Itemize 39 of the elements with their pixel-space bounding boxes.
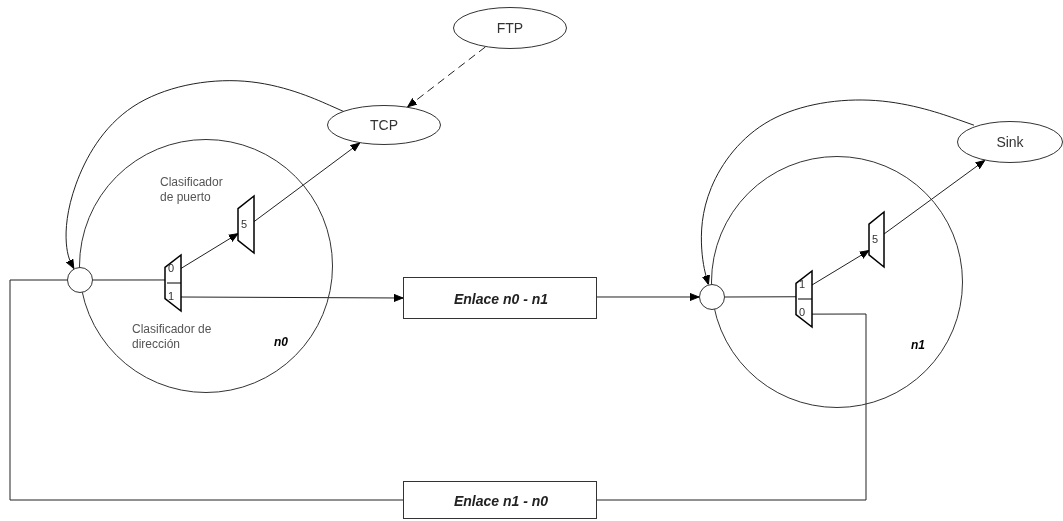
connector-line	[9, 279, 404, 501]
port-number: 0	[799, 306, 806, 319]
arrow	[596, 292, 700, 302]
arrow	[883, 159, 986, 235]
node-name: n1	[911, 338, 925, 352]
arrow	[700, 99, 975, 285]
entry-circle	[699, 284, 725, 310]
dashed-arrow	[407, 46, 486, 108]
link-label: Enlace n1 - n0	[452, 492, 550, 510]
agent-label: FTP	[495, 19, 525, 37]
connector-line	[92, 279, 166, 281]
arrow	[811, 250, 870, 286]
connector-line	[596, 313, 867, 501]
agent-ellipse	[453, 7, 567, 49]
agent-label: Sink	[995, 133, 1025, 151]
port-number: 5	[241, 217, 248, 231]
classifier-caption: Clasificador de puerto	[160, 175, 224, 205]
classifier-trapezoid	[869, 212, 884, 267]
entry-circle	[67, 267, 93, 293]
arrow	[180, 293, 404, 302]
arrow	[180, 233, 239, 269]
port-number: 1	[799, 278, 806, 291]
link-box	[403, 277, 597, 319]
connector-line	[724, 296, 797, 298]
node-name: n0	[274, 335, 288, 349]
classifier-trapezoid	[165, 255, 181, 311]
agent-label: TCP	[369, 116, 399, 134]
arrow	[253, 142, 361, 223]
classifier-caption: Clasificador de dirección	[132, 322, 212, 352]
classifier-trapezoid	[238, 196, 254, 253]
link-box	[403, 481, 597, 519]
port-number: 5	[872, 232, 879, 246]
arrow	[65, 80, 346, 270]
port-number: 1	[168, 290, 175, 303]
link-label: Enlace n0 - n1	[452, 290, 550, 308]
agent-ellipse	[957, 121, 1063, 163]
agent-ellipse	[327, 105, 441, 145]
classifier-trapezoid	[796, 271, 812, 327]
port-number: 0	[168, 262, 175, 275]
